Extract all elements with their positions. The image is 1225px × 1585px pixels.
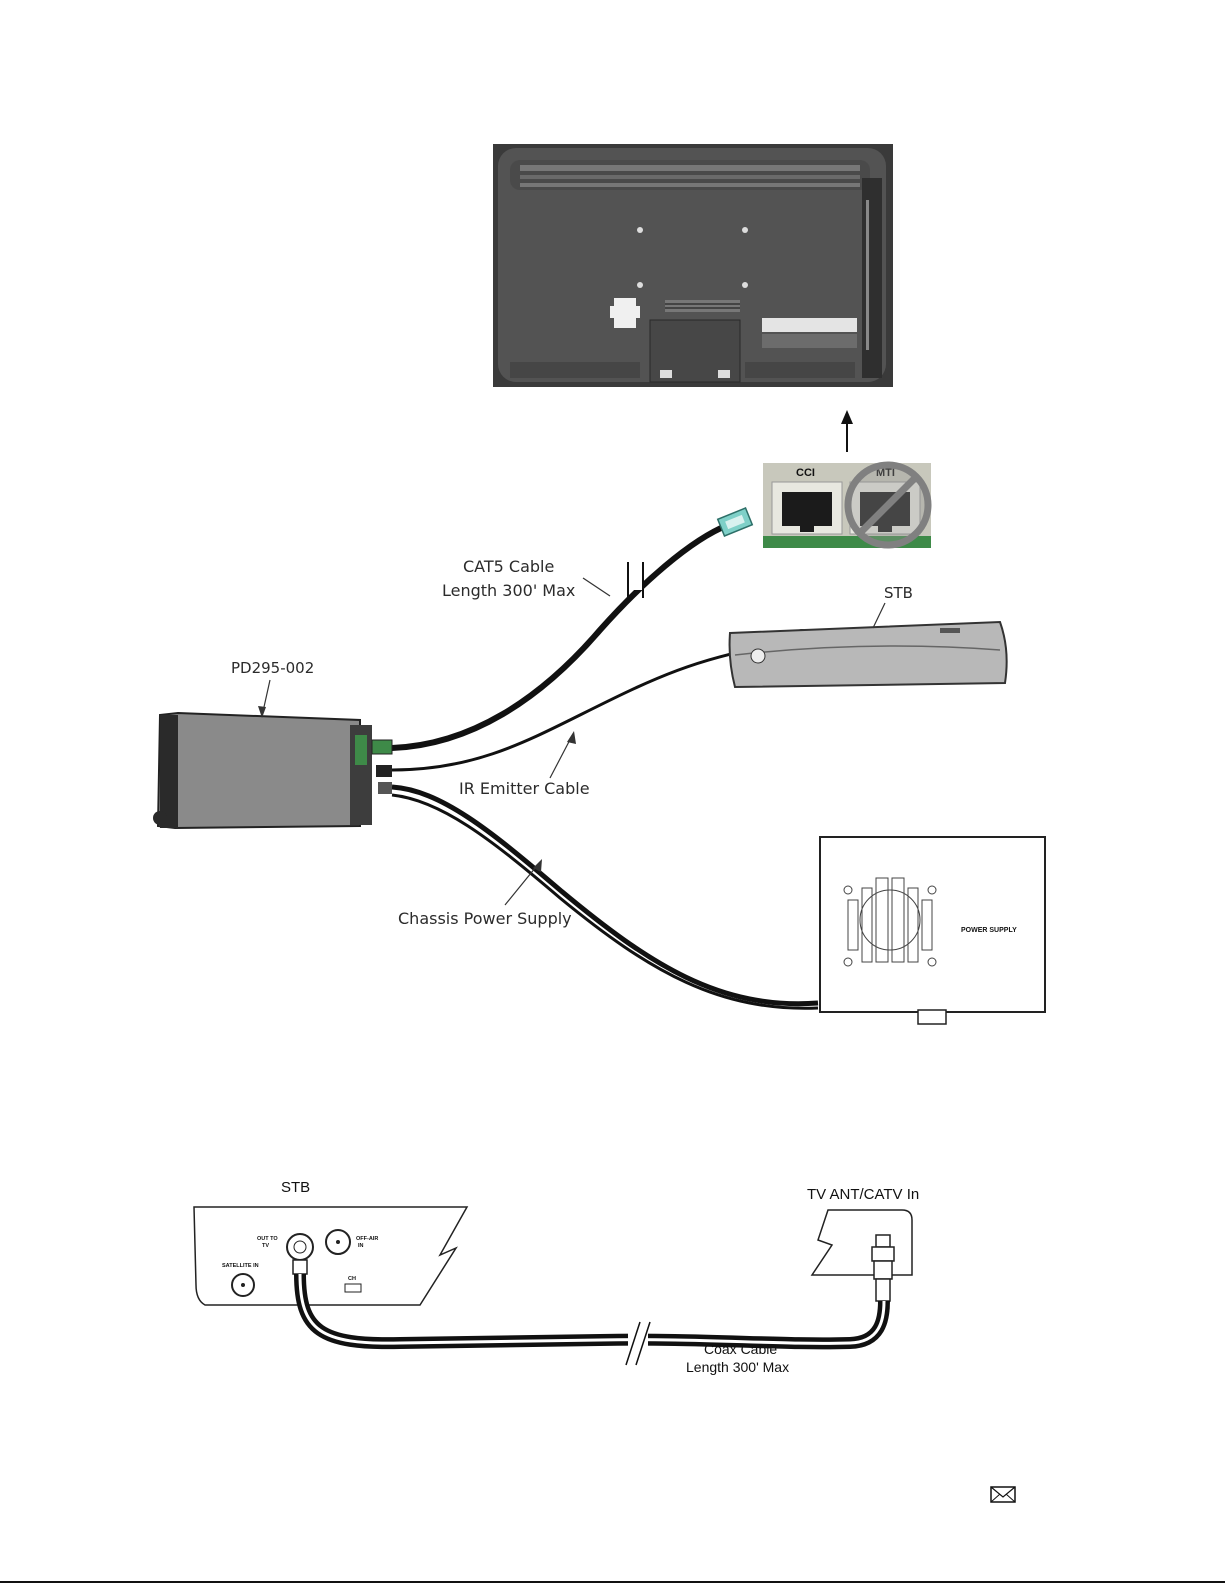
out-to-tv-line2: TV — [262, 1243, 269, 1249]
coax-label-line2: Length 300' Max — [686, 1359, 789, 1375]
power-cable — [392, 787, 818, 1008]
tv-rear-panel — [493, 144, 893, 387]
out-to-tv-line1: OUT TO — [257, 1236, 278, 1242]
port-cci-label: CCI — [796, 467, 815, 479]
tv-ant-label: TV ANT/CATV In — [807, 1186, 919, 1203]
power-supply: POWER SUPPLY — [820, 837, 1045, 1024]
stb-rear-label: STB — [281, 1179, 310, 1196]
pd295-module: PD295-002 — [153, 659, 392, 828]
ir-emitter-label: IR Emitter Cable — [459, 779, 590, 798]
ch-label: CH — [348, 1276, 356, 1282]
arrow-up-icon — [841, 410, 853, 452]
power-supply-text: POWER SUPPLY — [961, 927, 1017, 934]
stb-rear-panel: STB OUT TO TV OFF-AIR IN SATELLITE IN CH — [194, 1179, 467, 1305]
off-air-line2: IN — [358, 1243, 364, 1249]
cat5-cable — [392, 508, 752, 748]
coax-label-line1: Coax Cable — [704, 1341, 777, 1357]
satellite-in-label: SATELLITE IN — [222, 1263, 259, 1269]
stb-label: STB — [884, 584, 913, 602]
port-panel: CCI MTI — [763, 463, 931, 548]
cat5-label-line1: CAT5 Cable — [463, 557, 554, 576]
off-air-line1: OFF-AIR — [356, 1236, 378, 1242]
envelope-icon[interactable] — [991, 1487, 1015, 1502]
chassis-power-label: Chassis Power Supply — [398, 909, 572, 928]
stb-device: STB — [730, 584, 1007, 687]
prohibited-icon — [848, 465, 928, 545]
tv-antenna-input: TV ANT/CATV In — [807, 1186, 919, 1301]
cat5-label-line2: Length 300' Max — [442, 581, 575, 600]
pd-model-label: PD295-002 — [231, 659, 314, 677]
